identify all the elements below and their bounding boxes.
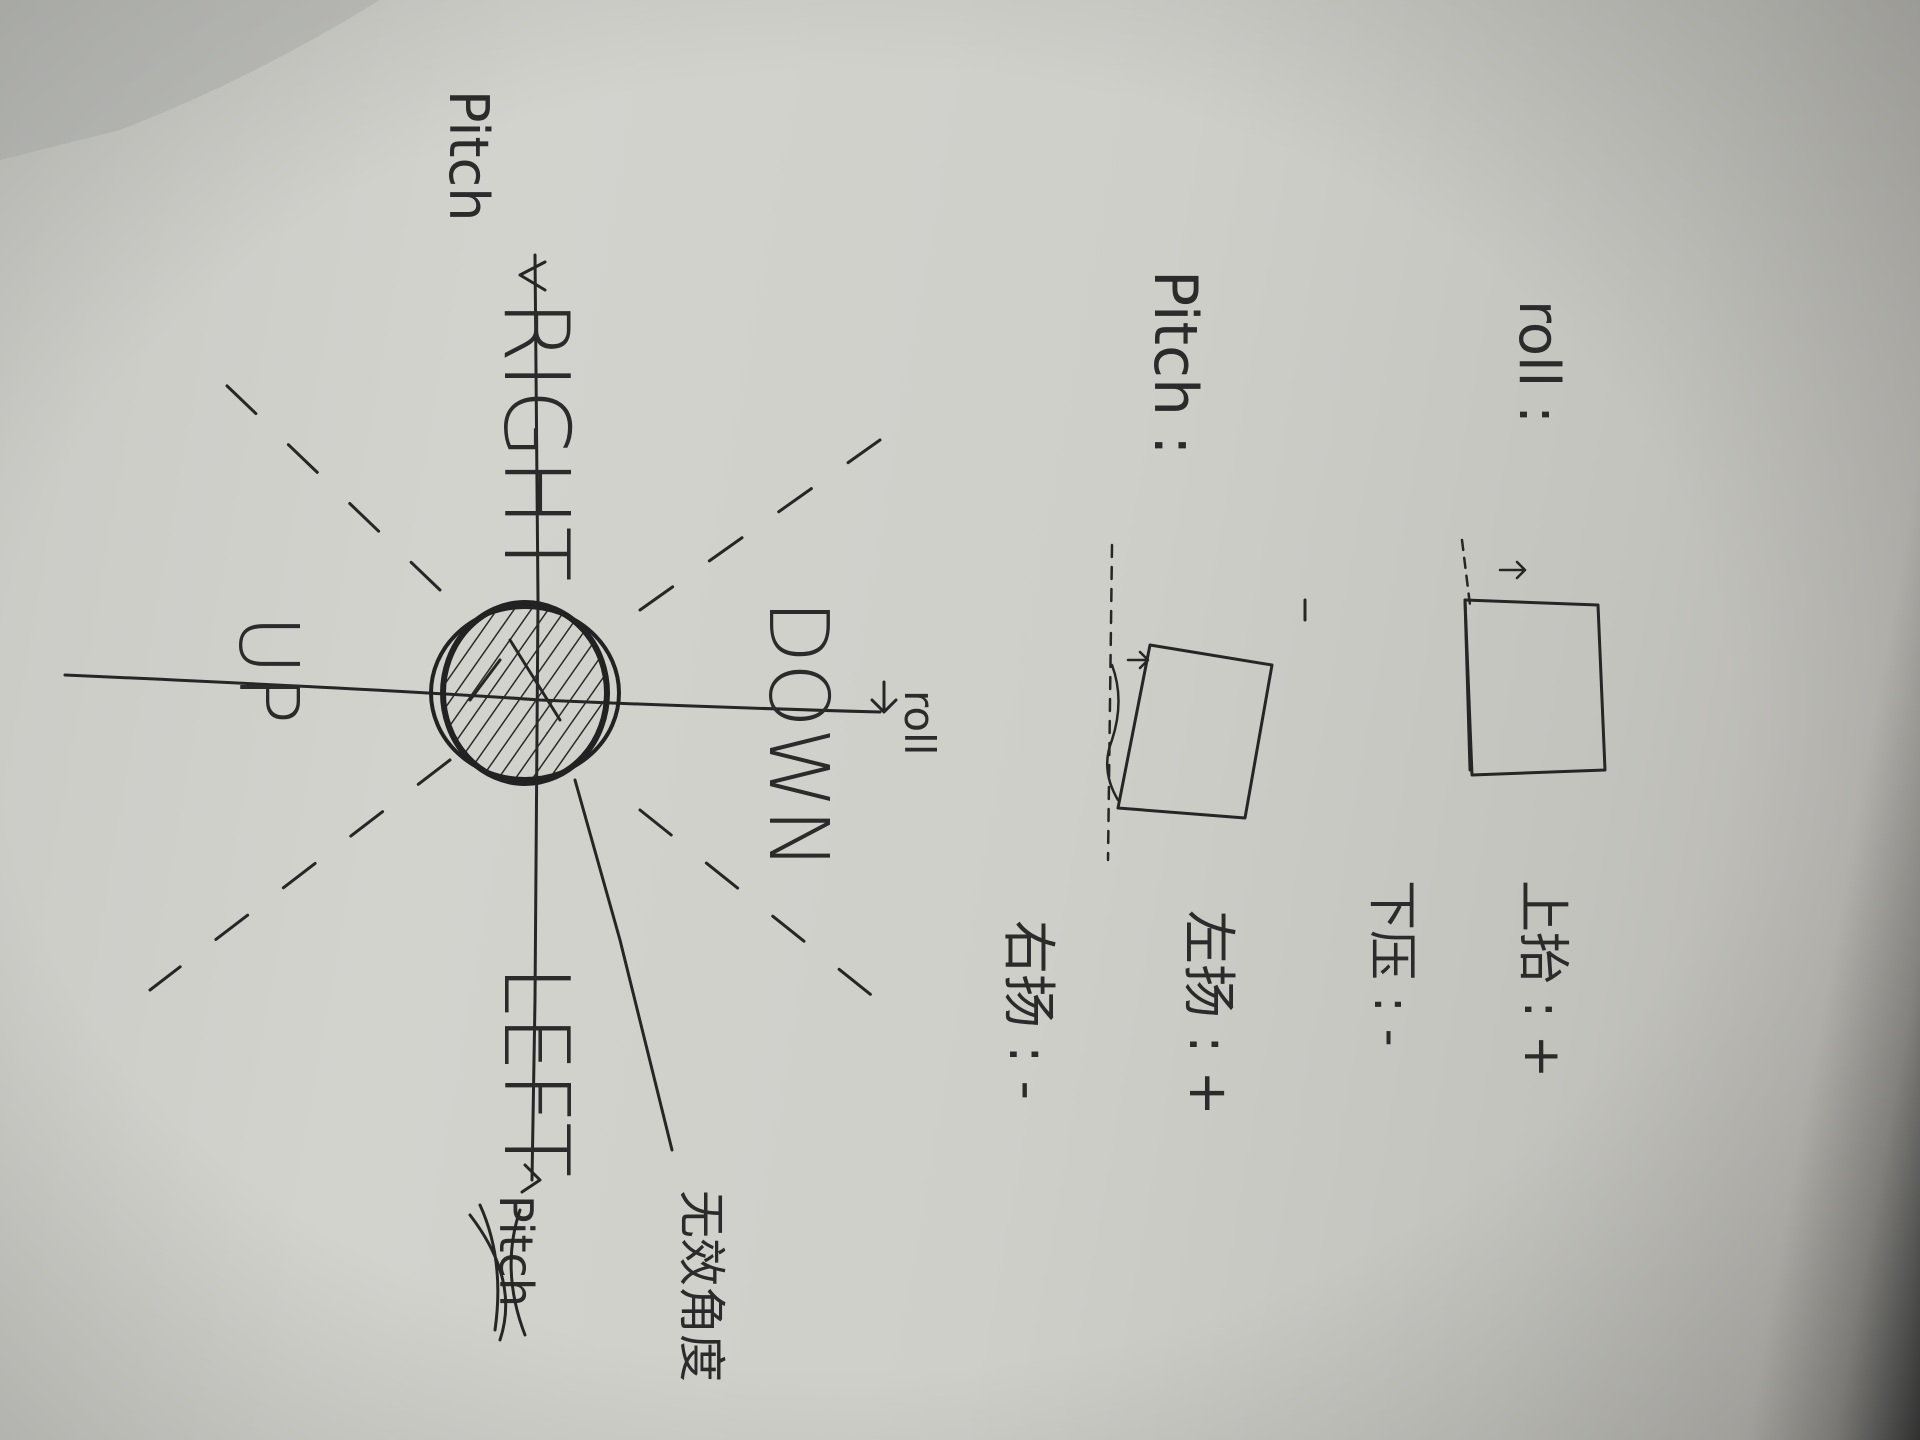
arrow-roll — [870, 680, 898, 714]
roll-square-sketch — [1460, 538, 1607, 777]
dashed-guide-lines — [148, 358, 892, 1012]
roll-heading: roll : — [1506, 300, 1571, 424]
center-sphere — [429, 600, 621, 786]
vertical-axis — [530, 253, 540, 1182]
label-roll: roll — [895, 690, 944, 755]
roll-notes: roll : 上抬 : + 下压 : - — [1363, 300, 1572, 1078]
crossed-out-word: Pitch — [468, 1195, 543, 1342]
roll-up-note: 上抬 : + — [1512, 880, 1572, 1078]
label-right: RIGHT — [483, 300, 588, 581]
pitch-square-sketch — [1106, 543, 1307, 862]
roll-down-note: 下压 : - — [1363, 880, 1421, 1047]
label-left: LEFT — [483, 965, 588, 1177]
pitch-right-note: 右扬 : - — [997, 920, 1060, 1100]
label-up: UP — [220, 615, 315, 724]
label-pitch: Pitch — [437, 90, 500, 221]
arrow-left-end — [520, 1163, 542, 1194]
zero-angle-pointer — [573, 778, 674, 1152]
pitch-left-note: 左扬 : + — [1177, 910, 1240, 1116]
label-down: DOWN — [750, 600, 845, 870]
pitch-heading: Pitch : — [1140, 270, 1210, 455]
arrow-right-end — [518, 260, 547, 292]
label-zero-angle: 无效角度 — [673, 1190, 729, 1382]
